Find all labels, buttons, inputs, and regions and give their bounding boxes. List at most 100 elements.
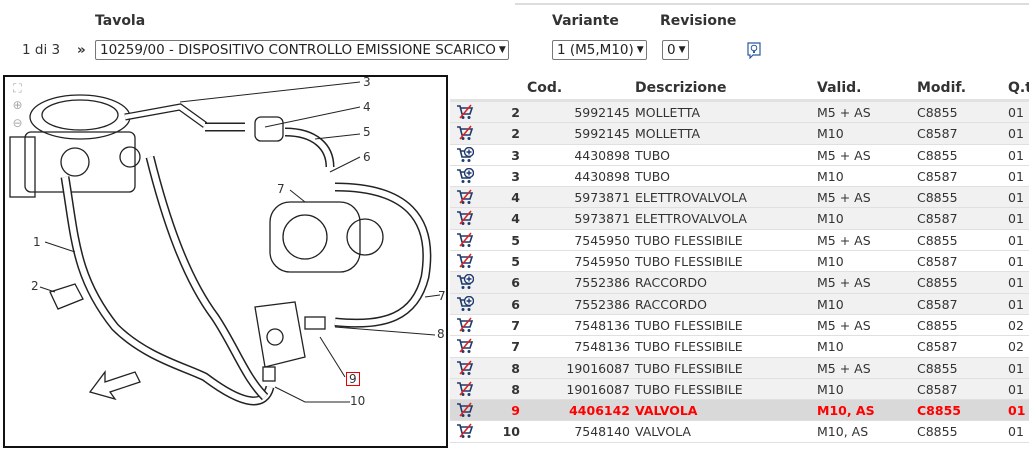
cell-modif: C8587 — [917, 254, 958, 270]
cart-unavailable-icon[interactable] — [456, 125, 474, 141]
cart-add-icon[interactable] — [456, 146, 475, 163]
cell-valid: M5 + AS — [817, 232, 871, 248]
cell-pos: 3 — [511, 168, 520, 184]
cell-pos: 2 — [511, 105, 520, 120]
cell-pos: 2 — [511, 126, 520, 142]
table-row[interactable]: 7 7548136 TUBO FLESSIBILE M5 + AS C8855 … — [450, 315, 1029, 337]
cell-valid: M5 + AS — [817, 147, 871, 163]
cell-qty: 01 — [1008, 105, 1024, 120]
cell-cod: 5973871 — [574, 211, 630, 227]
callout-9-highlighted[interactable]: 9 — [346, 372, 360, 386]
table-row[interactable]: 10 7548140 VALVOLA M10, AS C8855 01 — [450, 421, 1029, 443]
table-row[interactable]: 7 7548136 TUBO FLESSIBILE M10 C8587 02 — [450, 336, 1029, 358]
table-row[interactable]: 4 5973871 ELETTROVALVOLA M10 C8587 01 — [450, 208, 1029, 230]
lightbulb-icon[interactable] — [745, 39, 763, 60]
cart-unavailable-icon[interactable] — [456, 317, 474, 333]
cell-pos: 6 — [511, 296, 520, 312]
table-row[interactable]: 3 4430898 TUBO M5 + AS C8855 01 — [450, 145, 1029, 166]
cell-valid: M5 + AS — [817, 360, 871, 376]
col-descrizione: Descrizione — [635, 80, 727, 96]
cart-unavailable-icon[interactable] — [456, 381, 474, 397]
zoom-out-icon[interactable]: ⊖ — [12, 116, 23, 130]
cart-unavailable-icon[interactable] — [456, 104, 474, 120]
cart-add-icon[interactable] — [456, 295, 475, 312]
cart-add-icon[interactable] — [456, 167, 475, 184]
callout-8[interactable]: 8 — [437, 327, 445, 341]
cell-valid: M10 — [817, 296, 844, 312]
cart-unavailable-icon[interactable] — [456, 360, 474, 376]
callout-7[interactable]: 7 — [277, 182, 285, 196]
cell-qty: 01 — [1008, 211, 1024, 227]
callout-5[interactable]: 5 — [363, 125, 371, 139]
table-row[interactable]: 5 7545950 TUBO FLESSIBILE M5 + AS C8855 … — [450, 230, 1029, 252]
cell-cod: 7552386 — [574, 296, 630, 312]
table-row[interactable]: 8 19016087 TUBO FLESSIBILE M5 + AS C8855… — [450, 357, 1029, 379]
table-row[interactable]: 3 4430898 TUBO M10 C8587 01 — [450, 166, 1029, 188]
cell-cod: 4430898 — [574, 168, 630, 184]
cell-desc: VALVOLA — [635, 403, 698, 419]
cell-desc: TUBO FLESSIBILE — [635, 254, 743, 270]
cell-cod: 7545950 — [574, 254, 630, 270]
variante-select[interactable]: 1 (M5,M10)▼ — [552, 39, 647, 60]
cart-unavailable-icon[interactable] — [456, 423, 474, 439]
cell-cod: 19016087 — [566, 381, 630, 397]
table-row[interactable]: 8 19016087 TUBO FLESSIBILE M10 C8587 01 — [450, 378, 1029, 401]
callout-6[interactable]: 6 — [363, 150, 371, 164]
cell-pos: 5 — [511, 232, 520, 248]
cell-modif: C8587 — [917, 381, 958, 397]
cell-qty: 02 — [1008, 317, 1024, 333]
cart-unavailable-icon[interactable] — [456, 232, 474, 248]
table-header: Cod. Descrizione Valid. Modif. Q.tà — [450, 75, 1029, 102]
callout-1[interactable]: 1 — [33, 235, 41, 249]
top-divider — [515, 3, 1029, 5]
exploded-diagram[interactable]: ⛶ ⊕ ⊖ — [3, 75, 448, 448]
cell-desc: TUBO FLESSIBILE — [635, 317, 743, 333]
cell-cod: 4430898 — [574, 147, 630, 163]
cell-pos: 9 — [511, 403, 520, 419]
cell-modif: C8587 — [917, 211, 958, 227]
callout-2[interactable]: 2 — [31, 279, 39, 293]
cell-modif: C8855 — [917, 317, 958, 333]
cell-valid: M10, AS — [817, 403, 875, 419]
cell-cod: 7548136 — [574, 339, 630, 355]
cell-modif: C8855 — [917, 232, 958, 248]
cart-unavailable-icon[interactable] — [456, 402, 474, 418]
cart-unavailable-icon[interactable] — [456, 253, 474, 269]
revisione-label: Revisione — [660, 13, 737, 29]
zoom-in-icon[interactable]: ⊕ — [12, 98, 23, 112]
table-row[interactable]: 9 4406142 VALVOLA M10, AS C8855 01 — [450, 400, 1029, 422]
cart-unavailable-icon[interactable] — [456, 210, 474, 226]
diagram-drawing — [9, 81, 441, 406]
next-page-icon[interactable]: » — [77, 41, 86, 58]
page-indicator: 1 di 3 — [22, 41, 61, 58]
table-row[interactable]: 5 7545950 TUBO FLESSIBILE M10 C8587 01 — [450, 251, 1029, 273]
cell-qty: 01 — [1008, 275, 1024, 291]
table-row[interactable]: 6 7552386 RACCORDO M5 + AS C8855 01 — [450, 272, 1029, 294]
fullscreen-icon[interactable]: ⛶ — [13, 81, 22, 95]
cell-pos: 4 — [511, 190, 520, 206]
table-row[interactable]: 2 5992145 MOLLETTA M5 + AS C8855 01 — [450, 102, 1029, 124]
clip-drawing — [49, 283, 84, 310]
cell-cod: 4406142 — [569, 403, 630, 419]
cart-unavailable-icon[interactable] — [456, 338, 474, 354]
callout-7b[interactable]: 7 — [438, 289, 446, 303]
cell-modif: C8587 — [917, 339, 958, 355]
cell-desc: RACCORDO — [635, 296, 707, 312]
cart-unavailable-icon[interactable] — [456, 189, 474, 205]
cell-qty: 01 — [1008, 126, 1024, 142]
callout-10[interactable]: 10 — [350, 394, 366, 408]
cell-desc: ELETTROVALVOLA — [635, 211, 747, 227]
cell-pos: 3 — [511, 147, 520, 163]
table-row[interactable]: 4 5973871 ELETTROVALVOLA M5 + AS C8855 0… — [450, 187, 1029, 209]
callout-4[interactable]: 4 — [363, 100, 371, 114]
revisione-value: 0 — [667, 41, 676, 58]
cart-add-icon[interactable] — [456, 274, 475, 290]
callout-3[interactable]: 3 — [363, 75, 371, 89]
revisione-select[interactable]: 0▼ — [662, 39, 689, 60]
chevron-down-icon: ▼ — [498, 44, 506, 55]
tavola-select[interactable]: 10259/00 - DISPOSITIVO CONTROLLO EMISSIO… — [95, 39, 509, 60]
cell-modif: C8855 — [917, 105, 958, 120]
cell-desc: VALVOLA — [635, 424, 691, 440]
table-row[interactable]: 6 7552386 RACCORDO M10 C8587 01 — [450, 293, 1029, 315]
table-row[interactable]: 2 5992145 MOLLETTA M10 C8587 01 — [450, 123, 1029, 145]
